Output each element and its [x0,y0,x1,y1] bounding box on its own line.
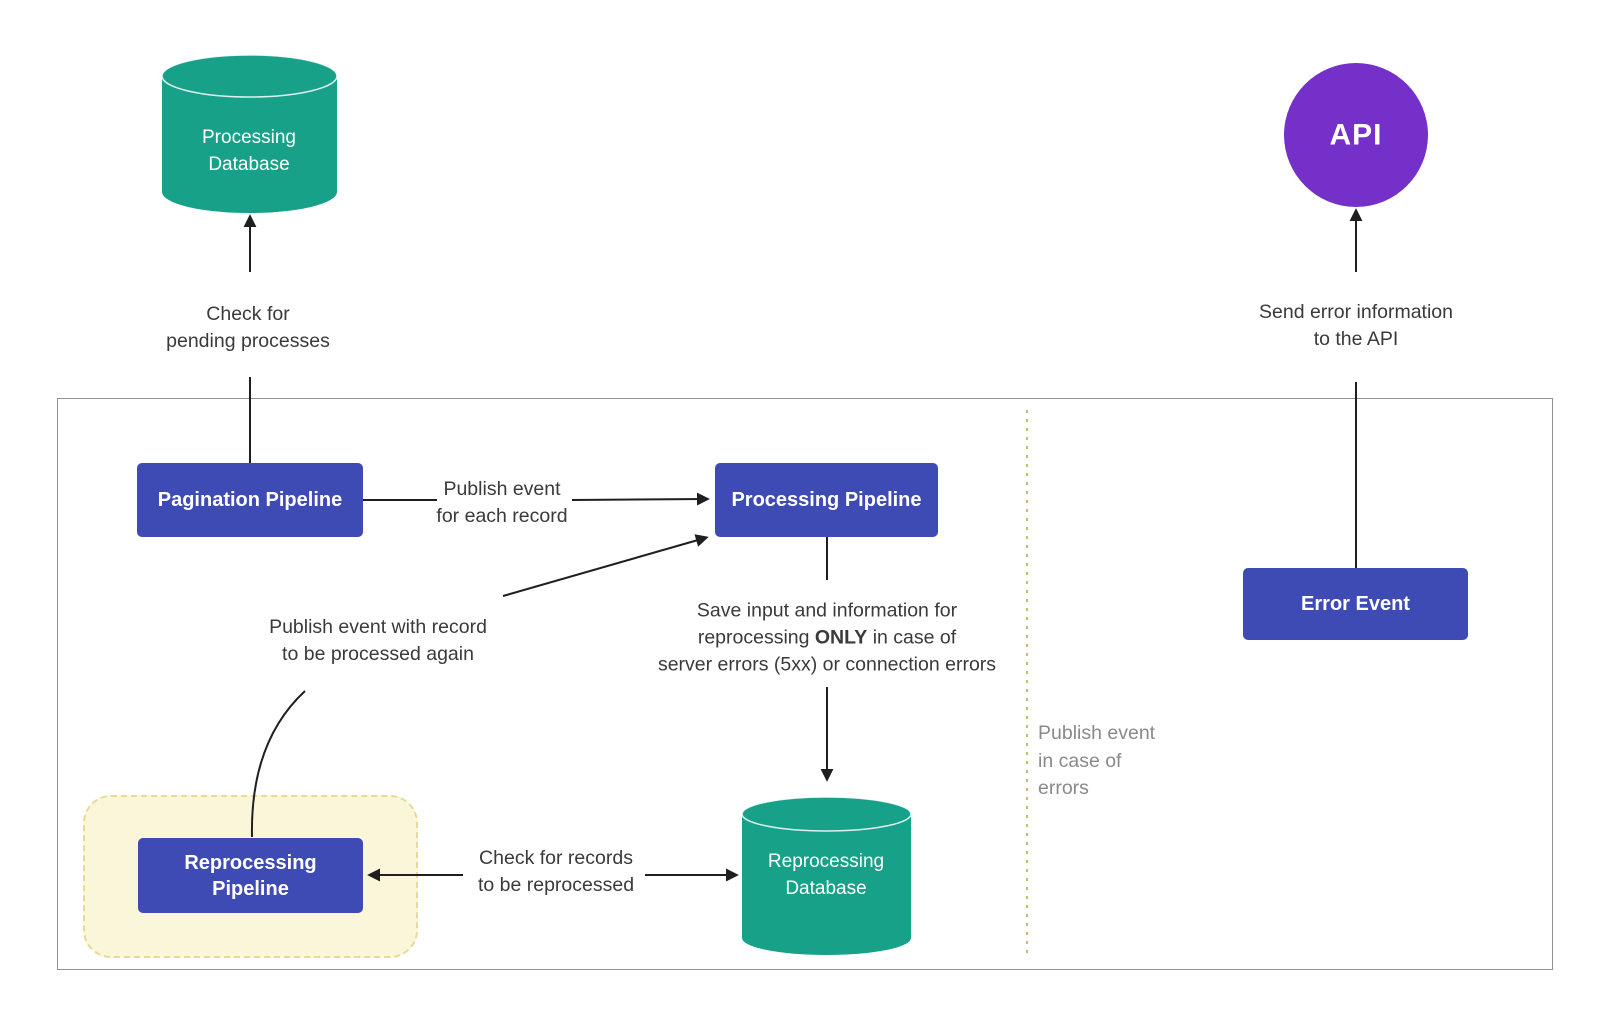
edge-label-save-input-part1: Save input and information for reprocess… [696,599,958,649]
edge-label-publish-each-record: Publish event for each record [436,478,568,527]
edge-label-save-input-bold: ONLY [814,626,868,649]
processing-pipeline-label: Processing Pipeline [731,489,922,511]
edge-label-send-error-info: Send error information to the API [1258,301,1454,350]
processing-database-label: Processing Database [202,127,296,175]
arrow-label-to-processing-pipeline-diagonal [502,534,709,597]
reprocessing-database-label: Reprocessing Database [767,851,885,899]
edge-label-publish-on-errors: Publish event in case of errors [1038,722,1156,799]
api-label: API [1329,118,1383,152]
pagination-pipeline-label: Pagination Pipeline [157,489,343,511]
reprocessing-pipeline-node: Reprocessing Pipeline [138,838,363,913]
pipelines-frame [57,398,1553,970]
api-circle-shape [1284,63,1428,207]
edge-label-save-input-part2: in case of server errors (5xx) or connec… [657,626,997,676]
arrow-label-to-processing-pipeline [571,492,710,506]
curve-reprocessing-to-label [250,690,306,838]
processing-pipeline-node: Processing Pipeline [715,463,938,537]
reprocessing-database-shape [741,796,912,955]
error-event-node: Error Event [1243,568,1468,640]
edge-label-check-records: Check for records to be reprocessed [477,847,635,896]
edge-label-check-pending: Check for pending processes [166,303,330,352]
reprocessing-pipeline-label: Reprocessing Pipeline [184,851,317,900]
edge-label-publish-record-again: Publish event with record to be processe… [269,616,487,665]
processing-database-shape [161,54,338,214]
edge-label-save-input: Save input and information for reprocess… [658,598,996,679]
pagination-pipeline-node: Pagination Pipeline [137,463,363,537]
error-event-label: Error Event [1301,593,1410,615]
